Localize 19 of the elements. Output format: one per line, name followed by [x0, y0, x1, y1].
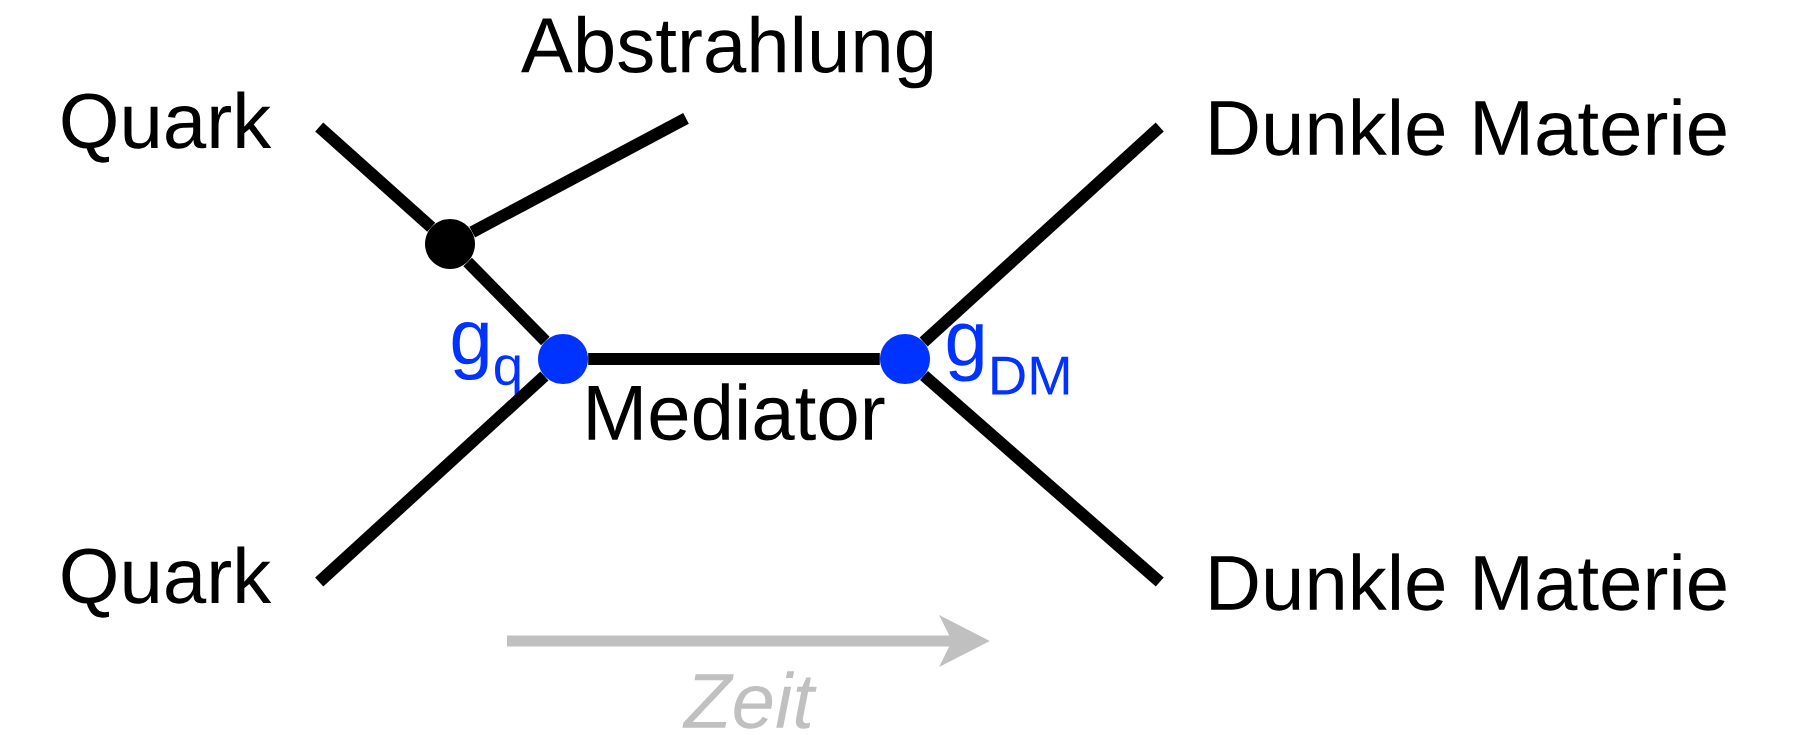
coupling-label: g$_{DM}$ — [947, 323, 1069, 395]
particle-line — [315, 122, 436, 232]
particle-label: Dunkle Materie — [1211, 98, 1726, 156]
vertex-dot — [880, 334, 930, 384]
particle-label: Abstrahlung — [521, 15, 933, 89]
edge-label: Mediator — [580, 381, 888, 443]
particle-line — [588, 353, 880, 365]
coupling-label: g$_{q}$ — [452, 322, 520, 396]
particle-line — [920, 371, 1164, 587]
particle-line — [469, 113, 689, 238]
particle-label: Quark — [62, 546, 272, 618]
particle-line — [463, 257, 550, 346]
particle-line — [315, 371, 549, 587]
vertex-dot — [425, 219, 475, 269]
particle-label: Quark — [62, 91, 272, 163]
particle-label: Dunkle Materie — [1211, 553, 1726, 611]
particle-line — [919, 122, 1164, 347]
axis-label: Zeit — [682, 671, 817, 729]
vertex-dot — [538, 334, 588, 384]
